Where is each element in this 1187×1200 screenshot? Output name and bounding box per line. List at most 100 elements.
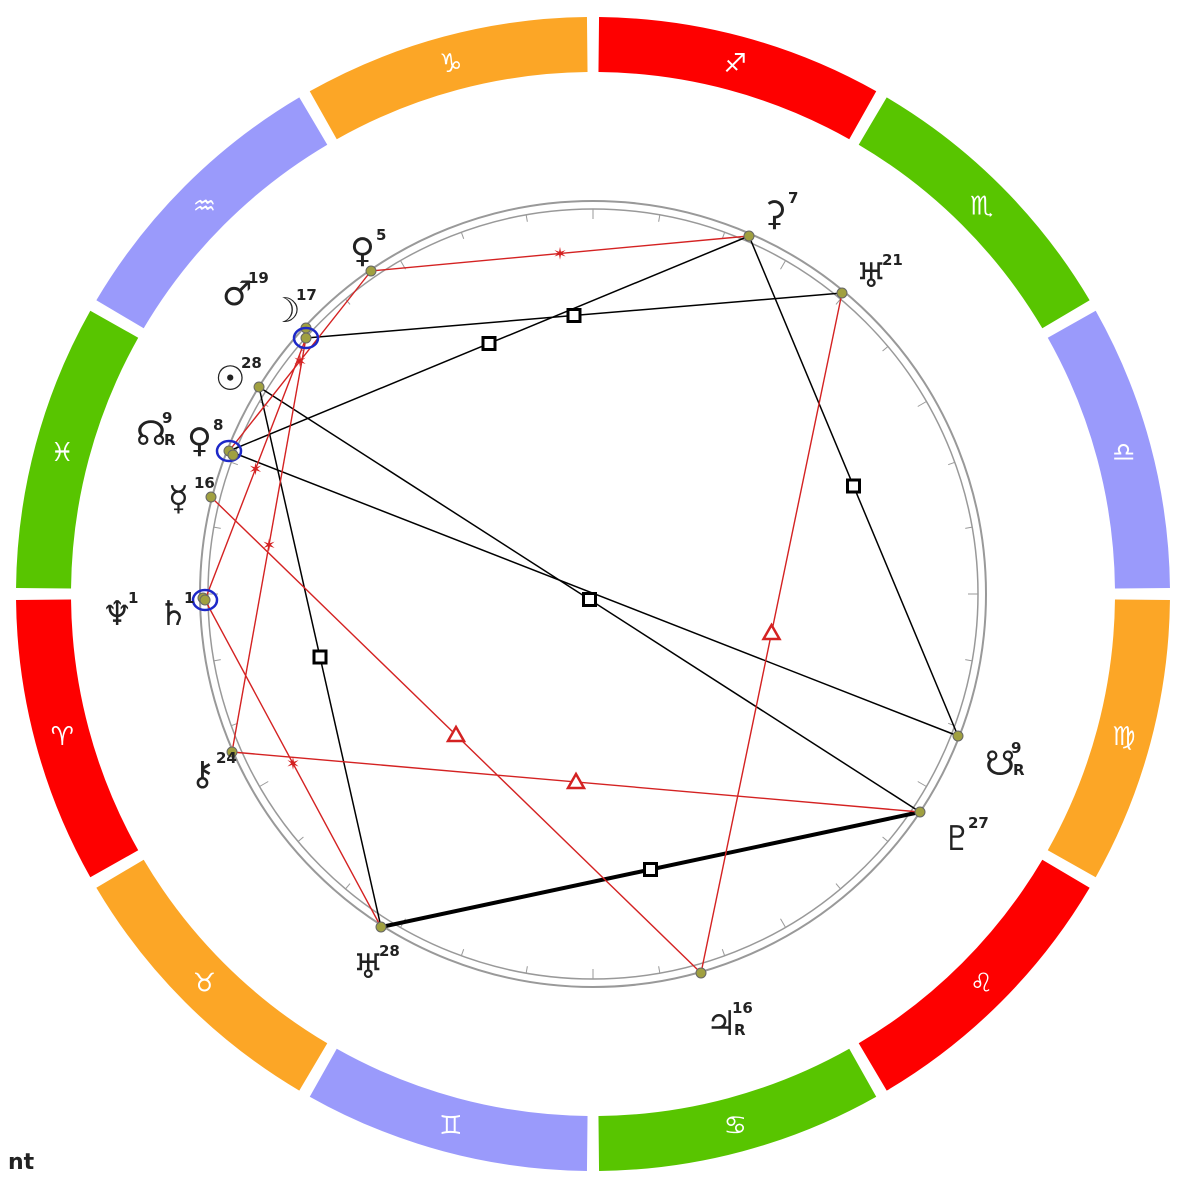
capricorn-sign-icon: ♑ — [439, 49, 462, 79]
trine-aspect-icon — [445, 724, 467, 743]
planet-point — [952, 730, 964, 742]
venus-icon: ♀ — [187, 421, 212, 461]
uranus-icon: ♅ — [353, 947, 383, 987]
mercury-icon: ☿ — [168, 479, 189, 519]
planet-uranian-h[interactable]: ♅21 — [836, 251, 903, 299]
aspect-line-sextile — [370, 235, 750, 272]
ceres-icon: ⚳ — [762, 194, 787, 234]
square-aspect-icon — [312, 649, 328, 665]
degree-tick — [525, 966, 528, 974]
degree-tick — [948, 461, 955, 466]
trine-aspect-icon — [565, 771, 587, 790]
zodiac-segment-scorpio — [858, 97, 1090, 329]
degree-tick — [345, 298, 351, 305]
aspect-marks: ✶✶✶✶✶ — [248, 245, 861, 877]
aspect-line-sextile — [204, 599, 382, 928]
planet-degree: 28 — [241, 354, 262, 372]
planet-degree: 8 — [213, 416, 223, 434]
planet-venus-upper[interactable]: ♀5 — [350, 226, 386, 277]
zodiac-segment-capricorn — [309, 17, 588, 140]
scorpio-sign-icon: ♏ — [970, 191, 993, 221]
degree-tick — [882, 346, 889, 352]
north-node-icon: ☊ — [136, 414, 166, 454]
degree-tick — [965, 526, 973, 529]
degree-tick — [780, 918, 786, 928]
square-aspect-icon — [846, 478, 861, 494]
degree-tick — [213, 526, 221, 529]
aquarius-sign-icon: ♒ — [193, 191, 216, 221]
venus-upper-icon: ♀ — [350, 231, 375, 271]
planet-degree: 24 — [216, 749, 237, 767]
degree-tick — [259, 781, 269, 787]
degree-tick — [917, 781, 927, 787]
planet-point — [365, 265, 377, 277]
zodiac-segment-gemini — [309, 1048, 588, 1171]
planet-pluto[interactable]: ♇27 — [914, 806, 989, 859]
chiron-icon: ⚷ — [190, 754, 215, 794]
square-aspect-icon — [643, 862, 658, 877]
planet-point — [300, 332, 312, 344]
planet-point — [199, 594, 211, 606]
degree-tick — [965, 659, 973, 662]
planet-point — [836, 287, 848, 299]
trine-aspect-icon — [761, 622, 782, 641]
conjunction-marker — [215, 439, 243, 463]
jupiter-icon: ♃ — [706, 1004, 736, 1044]
degree-tick — [917, 401, 927, 407]
planet-north-node[interactable]: ☊9R — [136, 409, 243, 463]
zodiac-segment-virgo — [1047, 599, 1170, 878]
degree-tick — [460, 232, 465, 239]
pisces-sign-icon: ♓ — [51, 438, 74, 468]
planet-point — [205, 491, 217, 503]
planet-ceres[interactable]: ⚳7 — [743, 189, 798, 242]
degree-tick — [882, 836, 889, 842]
planet-chiron[interactable]: ⚷24 — [190, 746, 238, 794]
aries-sign-icon: ♈ — [51, 722, 74, 752]
conjunction-marker — [292, 326, 320, 350]
zodiac-segment-aquarius — [96, 97, 328, 329]
zodiac-segment-sagittarius — [598, 17, 877, 140]
degree-tick — [345, 883, 351, 890]
planet-degree: 16 — [732, 999, 753, 1017]
pluto-icon: ♇ — [942, 819, 972, 859]
square-aspect-icon — [566, 308, 582, 323]
conjunction-marker — [191, 588, 219, 612]
degree-tick — [460, 949, 465, 956]
degree-tick — [231, 461, 238, 466]
taurus-sign-icon: ♉ — [193, 969, 216, 999]
square-aspect-icon — [582, 592, 597, 607]
planet-degree: 16 — [194, 474, 215, 492]
aspect-line-sextile — [231, 337, 307, 753]
retrograde-marker: R — [734, 1021, 746, 1039]
planet-point — [695, 967, 707, 979]
degree-tick — [658, 214, 661, 222]
planet-sun[interactable]: ☉28 — [215, 354, 265, 399]
leo-sign-icon: ♌ — [970, 969, 993, 999]
planet-jupiter[interactable]: ♃16R — [695, 967, 753, 1044]
planet-degree: 1 — [128, 589, 138, 607]
planet-degree: 27 — [968, 814, 989, 832]
uranian-h-icon: ♅ — [856, 256, 886, 296]
planet-venus[interactable]: ♀8 — [187, 416, 239, 461]
libra-sign-icon: ♎ — [1112, 438, 1135, 468]
zodiac-segment-aries — [16, 599, 139, 878]
planet-degree: 7 — [788, 189, 798, 207]
planet-degree: 5 — [376, 226, 386, 244]
zodiac-segment-leo — [858, 859, 1090, 1091]
planet-degree: 9 — [162, 409, 172, 427]
planet-saturn[interactable]: ♄1 — [158, 588, 219, 634]
planet-point — [253, 381, 265, 393]
planet-south-node[interactable]: ☋9R — [952, 730, 1025, 784]
degree-tick — [721, 232, 726, 239]
planet-point — [227, 449, 239, 461]
cancer-sign-icon: ♋ — [724, 1111, 747, 1141]
planet-moon[interactable]: ☽17 — [270, 286, 320, 350]
sextile-aspect-icon: ✶ — [248, 460, 262, 480]
planet-mercury[interactable]: ☿ 16 — [168, 474, 217, 519]
footer-label: nt — [8, 1150, 35, 1175]
degree-tick — [658, 966, 661, 974]
degree-tick — [780, 260, 786, 270]
neptune-icon: ♆ — [102, 594, 132, 634]
planet-uranus[interactable]: ♅28 — [353, 921, 400, 987]
